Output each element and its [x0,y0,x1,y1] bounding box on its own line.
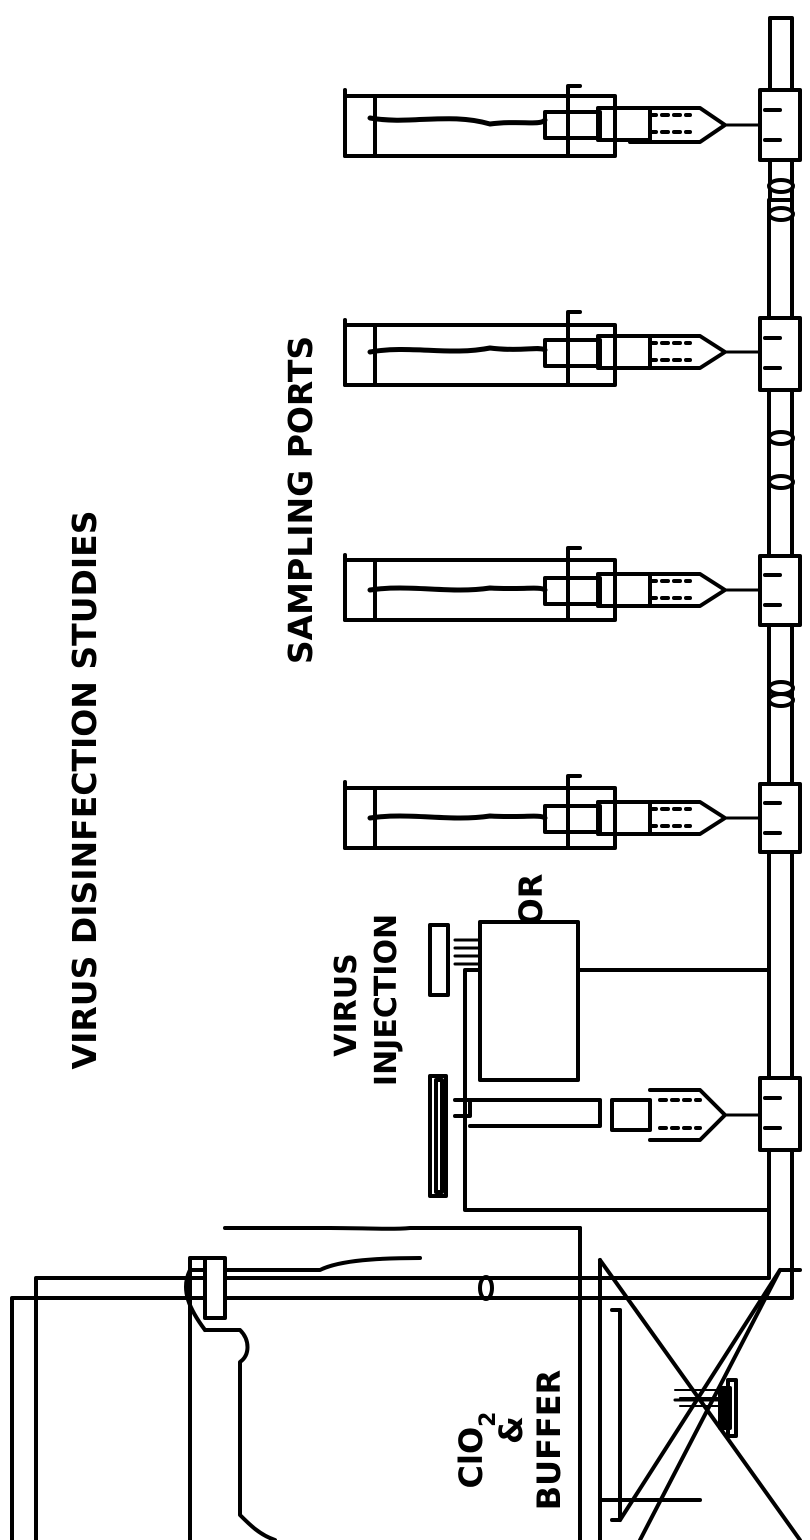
virus-injection-label-line1: VIRUS [329,953,364,1056]
virus-injection-label-line2: INJECTION [369,914,404,1086]
diagram-title: VIRUS DISINFECTION STUDIES [65,511,104,1070]
sampling-port-3 [345,548,800,625]
main-pipe [12,18,793,1540]
sampling-port-2 [345,312,800,390]
sampling-port-1 [345,86,800,160]
clo2-buffer-bottle [186,1228,580,1540]
bottle-contents-label: ClO2 & BUFFER [452,1370,568,1511]
svg-text:BUFFER: BUFFER [530,1370,568,1511]
svg-text:&: & [492,1416,530,1444]
motor [430,922,578,1080]
sampling-ports-label: SAMPLING PORTS [281,336,320,664]
sampling-port-4 [345,776,800,852]
